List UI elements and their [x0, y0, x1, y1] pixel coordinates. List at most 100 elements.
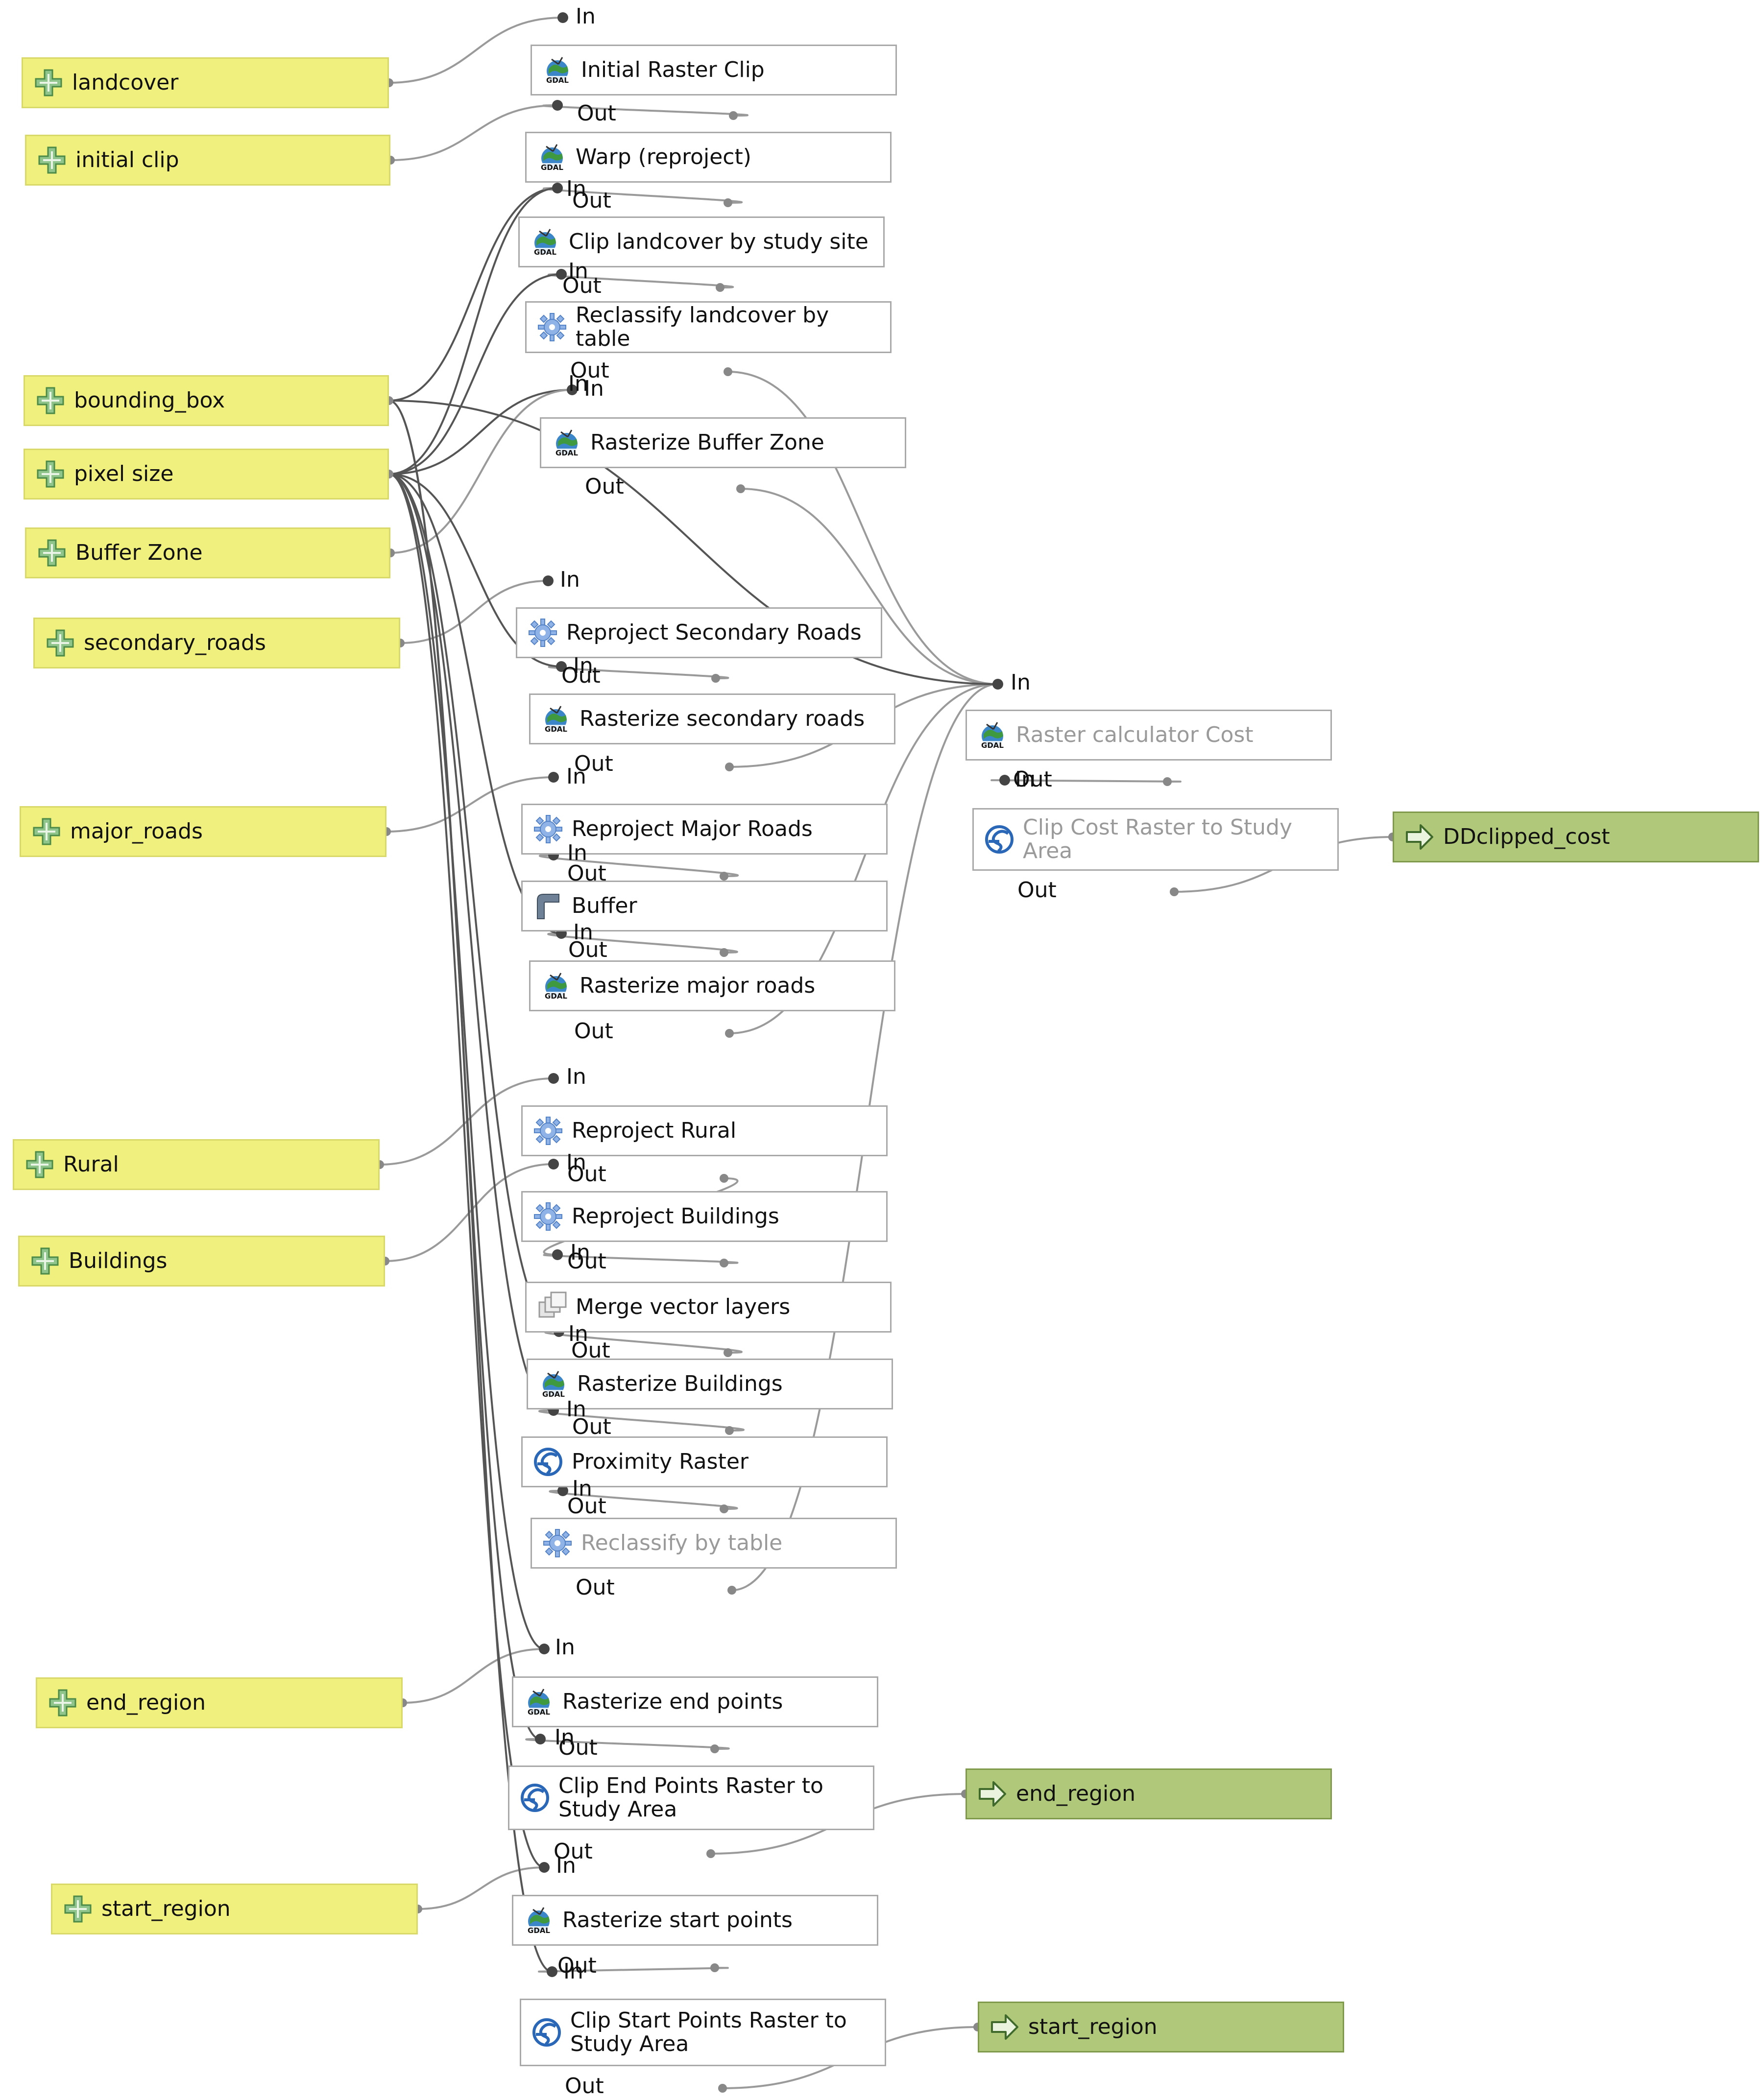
port-dot-in-initial-raster-clip[interactable]	[557, 12, 568, 23]
algorithm-clip-cost[interactable]: Clip Cost Raster to Study Area	[972, 808, 1339, 871]
algorithm-reproject-rural[interactable]: Reproject Rural	[521, 1105, 888, 1156]
connection-major-roads-to-reproject-major	[386, 776, 554, 833]
svg-text:GDAL: GDAL	[528, 1708, 550, 1717]
port-dot-in-rasterize-buffer[interactable]	[567, 384, 578, 395]
algorithm-buffer[interactable]: Buffer	[521, 881, 888, 931]
output-end-region-out[interactable]: end_region	[965, 1768, 1332, 1819]
algorithm-clip-landcover[interactable]: GDAL Clip landcover by study site	[518, 216, 885, 267]
connection-secondary-roads-to-reproject-secondary	[400, 580, 549, 644]
port-dot-out-rasterize-buffer[interactable]	[736, 484, 745, 493]
port-dot-out-raster-calc[interactable]	[1163, 777, 1172, 786]
port-dot-out-rasterize-buildings[interactable]	[725, 1426, 734, 1435]
algorithm-reproject-major[interactable]: Reproject Major Roads	[521, 804, 888, 855]
port-dot-in-clip-cost[interactable]	[999, 775, 1010, 786]
gdal-icon: GDAL	[523, 1686, 555, 1718]
node-label: Reproject Buildings	[572, 1204, 779, 1229]
gear-icon	[536, 311, 568, 343]
port-dot-in-clip-landcover[interactable]	[552, 183, 563, 193]
port-dot-out-reproject-secondary[interactable]	[711, 674, 720, 683]
port-dot-in-reproject-secondary[interactable]	[543, 575, 554, 586]
port-dot-out-warp[interactable]	[724, 198, 732, 207]
port-dot-out-proximity[interactable]	[720, 1504, 728, 1513]
port-dot-out-reclassify-landcover[interactable]	[724, 367, 732, 376]
port-dot-out-reproject-rural[interactable]	[720, 1174, 728, 1183]
port-out-rasterize-secondary: Out	[574, 751, 613, 776]
input-pixel-size[interactable]: pixel size	[24, 449, 389, 500]
connection-reproject-secondary-to-rasterize-secondary	[548, 666, 729, 679]
algorithm-reclassify-landcover[interactable]: Reclassify landcover by table	[525, 301, 892, 353]
port-dot-in-reproject-rural[interactable]	[548, 1073, 559, 1084]
algorithm-reproject-buildings[interactable]: Reproject Buildings	[521, 1191, 888, 1242]
port-dot-in-clip-end[interactable]	[535, 1734, 546, 1744]
svg-text:GDAL: GDAL	[534, 248, 556, 257]
port-dot-out-clip-landcover[interactable]	[716, 283, 724, 292]
connection-buffer-to-rasterize-major	[547, 932, 738, 954]
saga-icon	[984, 824, 1015, 855]
port-dot-out-clip-end[interactable]	[706, 1849, 715, 1858]
port-dot-out-rasterize-major[interactable]	[725, 1029, 734, 1038]
port-dot-out-reproject-buildings[interactable]	[720, 1259, 728, 1267]
port-dot-out-reproject-major[interactable]	[720, 872, 728, 881]
input-bounding-box[interactable]: bounding_box	[24, 375, 389, 426]
gear-icon	[532, 813, 564, 845]
port-dot-in-merge-vector[interactable]	[552, 1249, 563, 1260]
port-dot-in-rasterize-start[interactable]	[539, 1862, 550, 1873]
input-buffer-zone[interactable]: Buffer Zone	[25, 527, 390, 578]
saga-icon	[519, 1782, 551, 1814]
port-dot-out-initial-raster-clip[interactable]	[729, 111, 738, 120]
node-label: Clip landcover by study site	[569, 229, 869, 254]
algorithm-reclassify-table[interactable]: Reclassify by table	[531, 1518, 897, 1569]
port-dot-in-rasterize-end[interactable]	[539, 1644, 550, 1654]
port-dot-out-rasterize-secondary[interactable]	[725, 763, 734, 771]
input-landcover[interactable]: landcover	[22, 57, 389, 108]
port-dot-in-reclassify-table[interactable]	[557, 1485, 568, 1496]
port-dot-out-rasterize-end[interactable]	[710, 1744, 719, 1753]
port-in-reproject-rural: In	[566, 1064, 586, 1089]
algorithm-clip-end[interactable]: Clip End Points Raster to Study Area	[508, 1766, 874, 1830]
gdal-icon: GDAL	[540, 703, 572, 735]
plus-icon	[45, 627, 76, 659]
output-start-region-out[interactable]: start_region	[978, 2002, 1344, 2052]
input-secondary-roads[interactable]: secondary_roads	[33, 618, 400, 668]
algorithm-proximity[interactable]: Proximity Raster	[521, 1436, 888, 1487]
output-ddclipped-cost[interactable]: DDclipped_cost	[1393, 811, 1759, 862]
node-label: Reclassify by table	[581, 1530, 783, 1555]
port-dot-in-reproject-buildings[interactable]	[548, 1159, 559, 1169]
input-start-region-in[interactable]: start_region	[51, 1884, 418, 1934]
input-initial-clip[interactable]: initial clip	[25, 135, 390, 186]
node-label: Merge vector layers	[576, 1294, 791, 1319]
port-dot-out-buffer[interactable]	[720, 948, 728, 957]
port-dot-out-merge-vector[interactable]	[724, 1348, 732, 1357]
input-buildings[interactable]: Buildings	[18, 1236, 385, 1287]
connection-initial-raster-clip-to-warp	[542, 104, 748, 117]
algorithm-reproject-secondary[interactable]: Reproject Secondary Roads	[516, 607, 882, 658]
algorithm-clip-start[interactable]: Clip Start Points Raster to Study Area	[520, 1999, 886, 2066]
port-dot-out-clip-start[interactable]	[718, 2084, 727, 2093]
plus-icon	[35, 385, 66, 416]
port-dot-out-reclassify-table[interactable]	[727, 1586, 736, 1595]
input-major-roads[interactable]: major_roads	[20, 806, 386, 857]
port-dot-in-reclassify-landcover[interactable]	[556, 269, 567, 280]
node-label: secondary_roads	[84, 630, 266, 655]
port-dot-in-rasterize-secondary[interactable]	[556, 661, 567, 672]
algorithm-merge-vector[interactable]: Merge vector layers	[525, 1282, 892, 1333]
algorithm-rasterize-end[interactable]: GDAL Rasterize end points	[512, 1676, 878, 1727]
port-dot-out-rasterize-start[interactable]	[710, 1963, 719, 1972]
port-dot-in-clip-start[interactable]	[547, 1966, 557, 1977]
port-dot-in-raster-calc[interactable]	[992, 679, 1003, 690]
node-label: Rasterize end points	[562, 1689, 783, 1714]
port-dot-out-clip-cost[interactable]	[1170, 887, 1179, 896]
node-label: landcover	[72, 70, 179, 95]
port-dot-in-warp[interactable]	[552, 100, 563, 111]
input-rural[interactable]: Rural	[13, 1139, 380, 1190]
input-end-region-in[interactable]: end_region	[36, 1677, 403, 1728]
port-dot-in-reproject-major[interactable]	[548, 772, 559, 783]
